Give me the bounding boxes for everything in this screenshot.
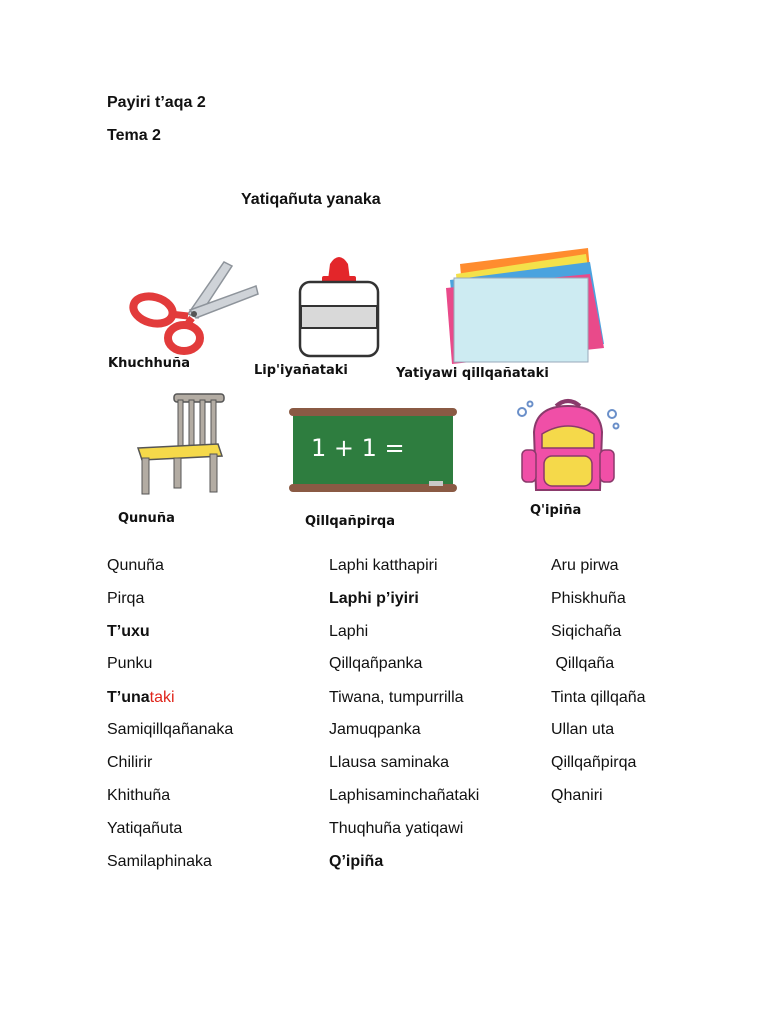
theme-heading: Tema 2 <box>107 127 161 144</box>
word-col2-3: Qillqañpanka <box>329 655 423 672</box>
chalk-eraser <box>429 481 443 486</box>
word-col1-4-root: T’una <box>107 689 150 706</box>
word-col1-1: Pirqa <box>107 590 145 607</box>
word-col1-4: T’unataki <box>107 688 175 708</box>
paper-stack-icon <box>446 248 604 364</box>
board-bottom-rail <box>289 484 457 492</box>
picture-label-chalkboard: Qillqañpirqa <box>305 514 396 529</box>
word-col3-3: Qillqaña <box>551 655 615 672</box>
word-col3-6: Qillqañpirqa <box>551 754 637 771</box>
word-col1-8: Yatiqañuta <box>107 820 183 837</box>
word-col1-2: T’uxu <box>107 623 150 640</box>
board-top-rail <box>289 408 457 416</box>
section-title: Yatiqañuta yanaka <box>241 191 381 208</box>
word-col3-2: Siqichaña <box>551 623 622 640</box>
word-col2-8: Thuqhuña yatiqawi <box>329 820 464 837</box>
word-col2-6: Llausa saminaka <box>329 754 450 771</box>
chalkboard-icon: 1 + 1 = <box>289 408 457 492</box>
page-heading: Payiri t’aqa 2 <box>107 94 206 111</box>
word-col1-7: Khithuña <box>107 787 171 804</box>
word-col1-4-suffix: taki <box>149 689 175 706</box>
picture-label-backpack: Q'ipiña <box>530 503 582 518</box>
picture-label-chair: Qunuña <box>118 511 175 526</box>
word-col2-5: Jamuqpanka <box>329 721 421 738</box>
picture-label-glue: Lip'iyañataki <box>254 363 348 378</box>
word-col1-6: Chilirir <box>107 754 153 771</box>
word-col3-5: Ullan uta <box>551 721 615 738</box>
word-col1-3: Punku <box>107 655 153 672</box>
picture-label-scissors: Khuchhuña <box>108 356 191 371</box>
word-col3-7: Qhaniri <box>551 787 603 804</box>
word-col3-4: Tinta qillqaña <box>551 689 646 706</box>
backpack-icon <box>517 399 620 491</box>
word-col2-1: Laphi p’iyiri <box>329 590 419 607</box>
word-col2-9: Q’ipiña <box>329 853 384 870</box>
word-col3-0: Aru pirwa <box>551 557 619 574</box>
chair-icon <box>136 393 225 495</box>
word-col3-1: Phiskhuña <box>551 590 626 607</box>
glue-bottle-icon <box>298 257 380 358</box>
word-col2-0: Laphi katthapiri <box>329 557 438 574</box>
word-col1-5: Samiqillqañanaka <box>107 721 234 738</box>
word-col1-0: Qunuña <box>107 557 164 574</box>
word-col1-9: Samilaphinaka <box>107 853 212 870</box>
word-col2-7: Laphisaminchañataki <box>329 787 480 804</box>
word-col2-4: Tiwana, tumpurrilla <box>329 689 464 706</box>
picture-label-paper: Yatiyawi qillqañataki <box>396 366 549 381</box>
word-col2-2: Laphi <box>329 623 369 640</box>
scissors-icon <box>129 261 259 355</box>
board-text: 1 + 1 = <box>311 434 405 462</box>
board-surface <box>293 416 453 486</box>
